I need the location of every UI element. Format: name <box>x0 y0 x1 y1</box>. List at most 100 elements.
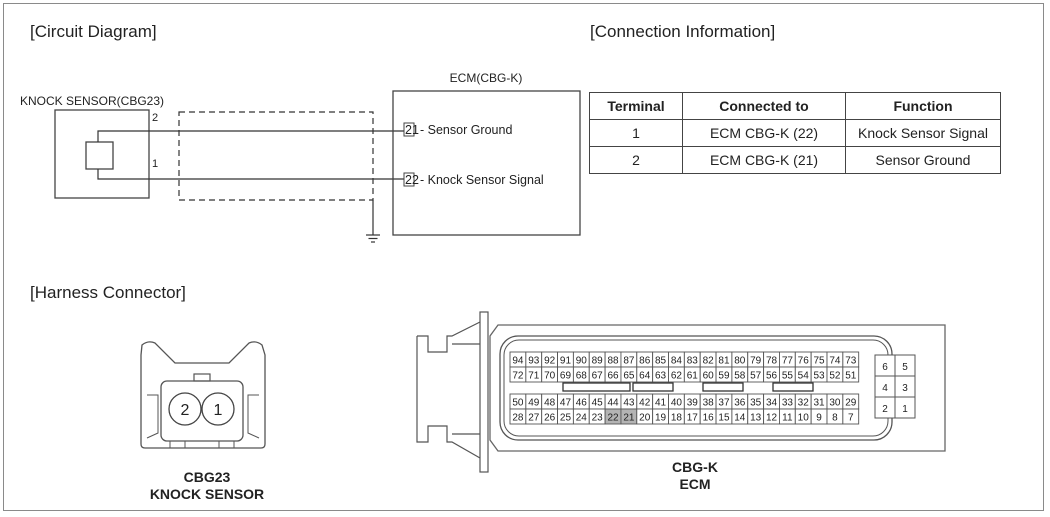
ecm-pin-label: 43 <box>623 398 635 409</box>
ecm-connector-caption: CBG-K ECM <box>655 459 735 493</box>
ecm-pin-label: 24 <box>576 413 588 424</box>
knock-sensor-connector-caption: CBG23 KNOCK SENSOR <box>140 469 274 503</box>
ecm-pin-label: 44 <box>607 398 619 409</box>
connector-housing <box>140 341 266 449</box>
ecm-pin-label: 94 <box>512 356 524 367</box>
ecm-pin-label: 68 <box>576 371 588 382</box>
ecm-pin-label: 23 <box>592 413 604 424</box>
ecm-pin-label: 12 <box>766 413 778 424</box>
ecm-terminal-21-icon <box>403 122 415 137</box>
ecm-pin-label: 30 <box>829 398 841 409</box>
ecm-pin-label: 9 <box>816 413 822 424</box>
ecm-pin-label: 42 <box>639 398 651 409</box>
ecm-pin-label: 48 <box>544 398 556 409</box>
ecm-small-pin-label: 5 <box>902 362 908 373</box>
connection-table: Terminal Connected to Function 1 ECM CBG… <box>589 92 1001 174</box>
ecm-pin-label: 59 <box>718 371 730 382</box>
ecm-pin-label: 15 <box>718 413 730 424</box>
knock-sensor: KNOCK SENSOR(CBG23) 2 1 <box>20 94 164 199</box>
ecm-small-pin-label: 4 <box>882 383 888 394</box>
ecm-pin-label: 46 <box>576 398 588 409</box>
shield-dashed-box <box>178 111 374 201</box>
wire-knock-signal <box>97 169 404 180</box>
ecm-small-pin-label: 6 <box>882 362 888 373</box>
ecm-pin-label: 47 <box>560 398 572 409</box>
cell-function: Sensor Ground <box>845 146 1001 174</box>
ecm-pin-label: 53 <box>814 371 826 382</box>
ecm-pin-label: 60 <box>703 371 715 382</box>
ecm-pin-label: 31 <box>814 398 826 409</box>
ecm-pin-label: 55 <box>782 371 794 382</box>
ecm-pin-label: 58 <box>734 371 746 382</box>
ecm-pin-label: 41 <box>655 398 667 409</box>
ecm-pin-label: 57 <box>750 371 762 382</box>
ecm-pin-label: 83 <box>687 356 699 367</box>
knock-sensor-label: KNOCK SENSOR(CBG23) <box>20 94 164 108</box>
ecm-pin-label: 73 <box>845 356 857 367</box>
cell-function: Knock Sensor Signal <box>845 119 1001 147</box>
ecm-pin-label: 50 <box>512 398 524 409</box>
ecm-pin-label: 25 <box>560 413 572 424</box>
ecm-pin-label: 10 <box>798 413 810 424</box>
ecm-pin-label: 32 <box>798 398 810 409</box>
header-connected-to: Connected to <box>682 92 846 120</box>
ecm-pin-label: 27 <box>528 413 540 424</box>
ecm-pin-label: 64 <box>639 371 651 382</box>
ecm-pin-label: 82 <box>703 356 715 367</box>
ecm-pin-label: 90 <box>576 356 588 367</box>
ecm-pin-label: 17 <box>687 413 699 424</box>
ecm-terminal-22-label: - Knock Sensor Signal <box>420 173 544 187</box>
ecm-pin-label: 84 <box>671 356 683 367</box>
table-row: 2 ECM CBG-K (21) Sensor Ground <box>589 146 1001 174</box>
harness-connector-title: [Harness Connector] <box>30 283 186 302</box>
ecm-connector-body <box>489 324 946 452</box>
ecm-pin-label: 87 <box>623 356 635 367</box>
ecm-pin-label: 67 <box>592 371 604 382</box>
ecm-pin-label: 40 <box>671 398 683 409</box>
ecm-pin-label: 22 <box>607 413 619 424</box>
ecm-pin-label: 88 <box>607 356 619 367</box>
ecm-pin-label: 71 <box>528 371 540 382</box>
ecm-pin-label: 93 <box>528 356 540 367</box>
ecm-pin-label: 79 <box>750 356 762 367</box>
caption-connector-id: CBG-K <box>672 459 718 475</box>
ecm-pin-label: 76 <box>798 356 810 367</box>
ecm-pin-label: 63 <box>655 371 667 382</box>
ecm-pin-label: 75 <box>814 356 826 367</box>
ecm-pin-label: 18 <box>671 413 683 424</box>
ecm-label: ECM(CBG-K) <box>450 71 523 85</box>
ecm-pin-label: 62 <box>671 371 683 382</box>
cell-terminal: 1 <box>589 119 683 147</box>
ecm-pin-label: 86 <box>639 356 651 367</box>
header-function: Function <box>845 92 1001 120</box>
ecm-small-pin-label: 2 <box>882 404 888 415</box>
ecm-terminal-21-pin: 21 <box>405 123 419 137</box>
ecm-terminal-21-label: - Sensor Ground <box>420 123 512 137</box>
diagram-frame <box>3 3 1044 511</box>
knock-sensor-box <box>54 109 150 199</box>
ecm-pin-label: 8 <box>832 413 838 424</box>
ecm-pin-label: 80 <box>734 356 746 367</box>
ecm-pin-label: 92 <box>544 356 556 367</box>
ecm-pin-label: 37 <box>718 398 730 409</box>
ecm-pin-label: 69 <box>560 371 572 382</box>
key-bar <box>562 382 631 392</box>
ecm-terminal-22-pin: 22 <box>405 173 419 187</box>
ecm-pin-label: 36 <box>734 398 746 409</box>
ecm-pin-label: 13 <box>750 413 762 424</box>
ecm-pin-label: 34 <box>766 398 778 409</box>
cell-connected-to: ECM CBG-K (21) <box>682 146 846 174</box>
table-header-row: Terminal Connected to Function <box>589 92 1001 120</box>
ecm-block: ECM(CBG-K) 21 - Sensor Ground 22 - Knock… <box>392 71 581 236</box>
ecm-pin-label: 7 <box>848 413 854 424</box>
table-row: 1 ECM CBG-K (22) Knock Sensor Signal <box>589 119 1001 147</box>
ecm-pin-7 <box>842 408 860 425</box>
ecm-pin-label: 49 <box>528 398 540 409</box>
ecm-pin-label: 45 <box>592 398 604 409</box>
key-bar <box>772 382 814 392</box>
ecm-pin-label: 19 <box>655 413 667 424</box>
ecm-pin-label: 85 <box>655 356 667 367</box>
